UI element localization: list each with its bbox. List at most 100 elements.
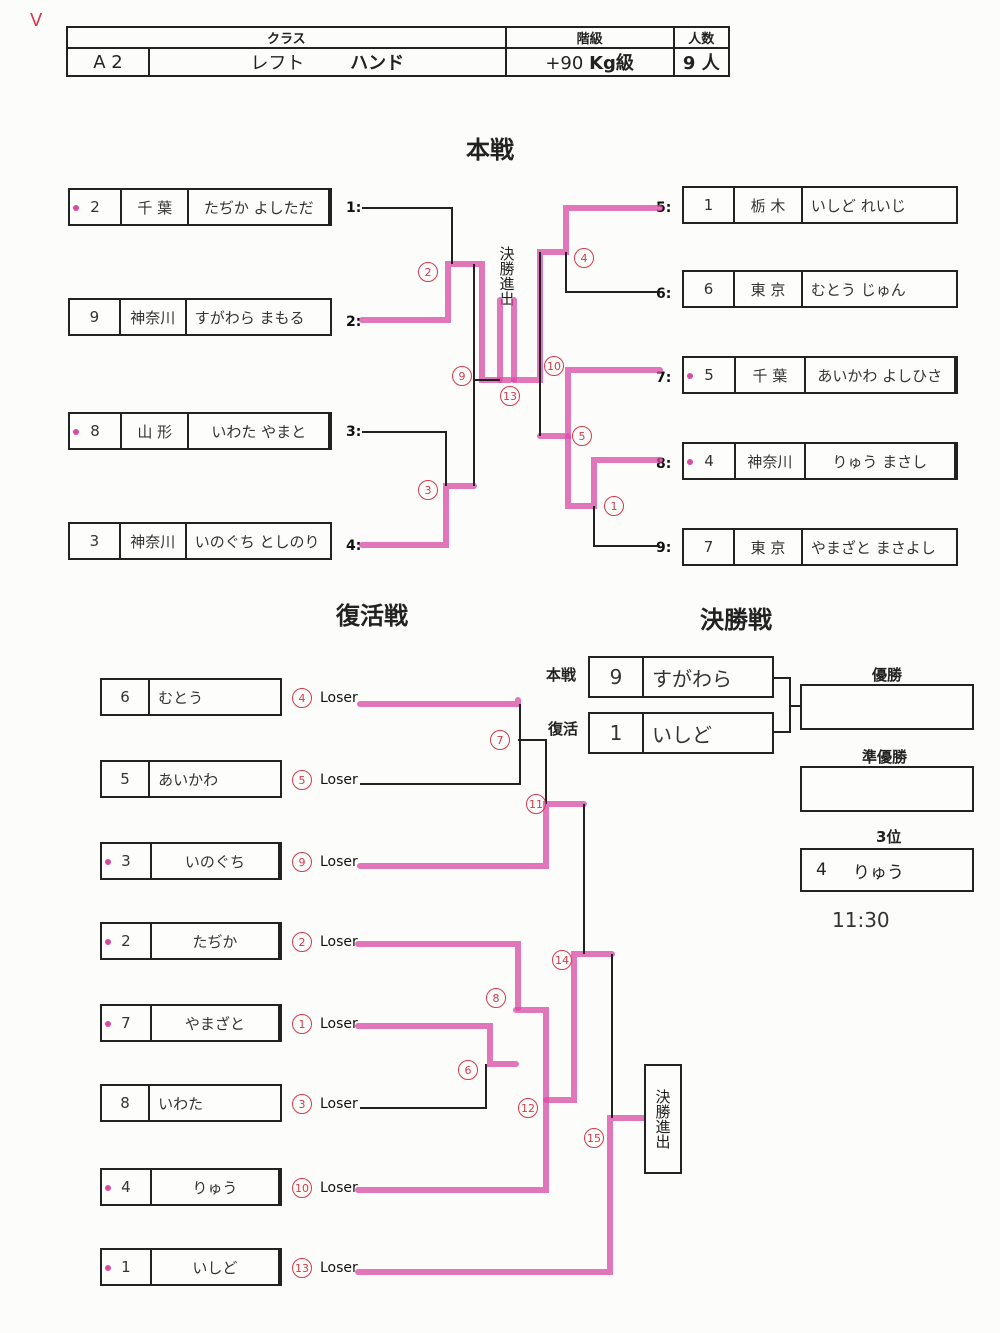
winner-dot-icon — [105, 1021, 111, 1027]
rep-num: 4 — [102, 1170, 152, 1204]
rep-num: 3 — [102, 844, 152, 878]
main-left-pref: 神奈川 — [121, 300, 187, 334]
winner-dot-icon — [687, 373, 693, 379]
match-number: 15 — [584, 1128, 604, 1148]
final-rep-name: いしど — [652, 722, 712, 747]
loser-from-match: 10 — [292, 1178, 312, 1198]
rep-num: 8 — [102, 1086, 151, 1120]
winner-dot-icon — [105, 859, 111, 865]
repechage-title: 復活戦 — [336, 602, 408, 630]
loser-label: Loser — [320, 772, 358, 788]
repechage-advance-box: 決勝進出 — [644, 1064, 682, 1174]
header-grade-label: 階級 — [504, 26, 675, 49]
main-left-num: 3 — [70, 524, 121, 558]
final-main-label: 本戦 — [546, 666, 577, 684]
rep-name: むとう — [158, 688, 204, 707]
count-value: 9 — [682, 53, 696, 74]
match-number: 1 — [604, 496, 624, 516]
main-right-name: いしど れいじ — [810, 196, 906, 215]
main-left-pref: 千 葉 — [122, 190, 190, 224]
match-number: 12 — [518, 1098, 538, 1118]
loser-label: Loser — [320, 1180, 358, 1196]
winner-dot-icon — [105, 1265, 111, 1271]
main-right-name: りゅう まさし — [806, 444, 956, 478]
main-slot-label: 9: — [656, 540, 672, 556]
main-left-name: いわた やまと — [189, 414, 330, 448]
loser-label: Loser — [320, 854, 358, 870]
highlight-rep-b — [355, 1007, 549, 1193]
main-left-pref: 神奈川 — [121, 524, 187, 558]
runner-up-label: 準優勝 — [862, 748, 908, 766]
time-note: 11:30 — [832, 908, 890, 932]
main-left-name: たぢか よしただ — [189, 190, 330, 224]
main-left-name: いのぐち としのり — [194, 532, 320, 551]
grade-cell: +90 Kg級 — [504, 47, 675, 77]
winner-dot-icon — [687, 459, 693, 465]
main-left-num: 2 — [70, 190, 123, 224]
highlight-rep-c — [543, 951, 615, 1103]
rep-name: たぢか — [152, 924, 280, 958]
champion-box — [800, 684, 974, 730]
main-slot-label: 1: — [346, 200, 362, 216]
main-bracket-title: 本戦 — [466, 136, 514, 164]
rep-name: やまざと — [152, 1006, 280, 1040]
main-right-num: 6 — [684, 272, 735, 306]
highlight-rep3 — [357, 801, 587, 869]
main-right-name: むとう じゅん — [810, 280, 906, 299]
highlight-slot2 — [359, 261, 513, 383]
grade-value: +90 — [545, 53, 584, 74]
match-number: 7 — [490, 730, 510, 750]
loser-label: Loser — [320, 1016, 358, 1032]
winner-dot-icon — [105, 1185, 111, 1191]
final-title: 決勝戦 — [700, 606, 772, 634]
loser-label: Loser — [320, 690, 358, 706]
match-number: 8 — [486, 988, 506, 1008]
match-number: 2 — [418, 262, 438, 282]
main-right-pref: 千 葉 — [736, 358, 806, 392]
loser-from-match: 1 — [292, 1014, 312, 1034]
header-class-label: クラス — [66, 26, 507, 49]
final-rep-num: 1 — [590, 714, 644, 752]
winner-dot-icon — [105, 939, 111, 945]
loser-from-match: 2 — [292, 932, 312, 952]
match-number: 10 — [544, 356, 564, 376]
main-right-num: 4 — [684, 444, 737, 478]
main-left-pref: 山 形 — [122, 414, 190, 448]
main-slot-label: 7: — [656, 370, 672, 386]
main-advance-box: 決勝進出 — [497, 246, 516, 306]
match-number: 13 — [500, 386, 520, 406]
class-hand: レフト — [250, 53, 305, 74]
main-right-num: 7 — [684, 530, 735, 564]
loser-label: Loser — [320, 1260, 358, 1276]
third-box: 4 りゅう — [800, 848, 974, 892]
final-main-name: すがわら — [652, 666, 732, 691]
main-slot-label: 5: — [656, 200, 672, 216]
loser-from-match: 13 — [292, 1258, 312, 1278]
main-left-num: 9 — [70, 300, 121, 334]
loser-label: Loser — [320, 1096, 358, 1112]
third-num: 4 — [816, 860, 827, 880]
match-number: 4 — [574, 248, 594, 268]
hand-label: ハンド — [350, 53, 405, 74]
main-right-num: 5 — [684, 358, 737, 392]
rep-name: りゅう — [152, 1170, 280, 1204]
main-slot-label: 2: — [346, 314, 362, 330]
final-main-num: 9 — [590, 658, 644, 696]
rep-num: 6 — [102, 680, 151, 714]
highlight-rep1 — [357, 697, 521, 707]
rep-name: あいかわ — [158, 770, 219, 789]
class-hand-cell: レフト ハンド — [148, 47, 507, 77]
rep-num: 7 — [102, 1006, 152, 1040]
rep-name: いしど — [152, 1250, 280, 1284]
